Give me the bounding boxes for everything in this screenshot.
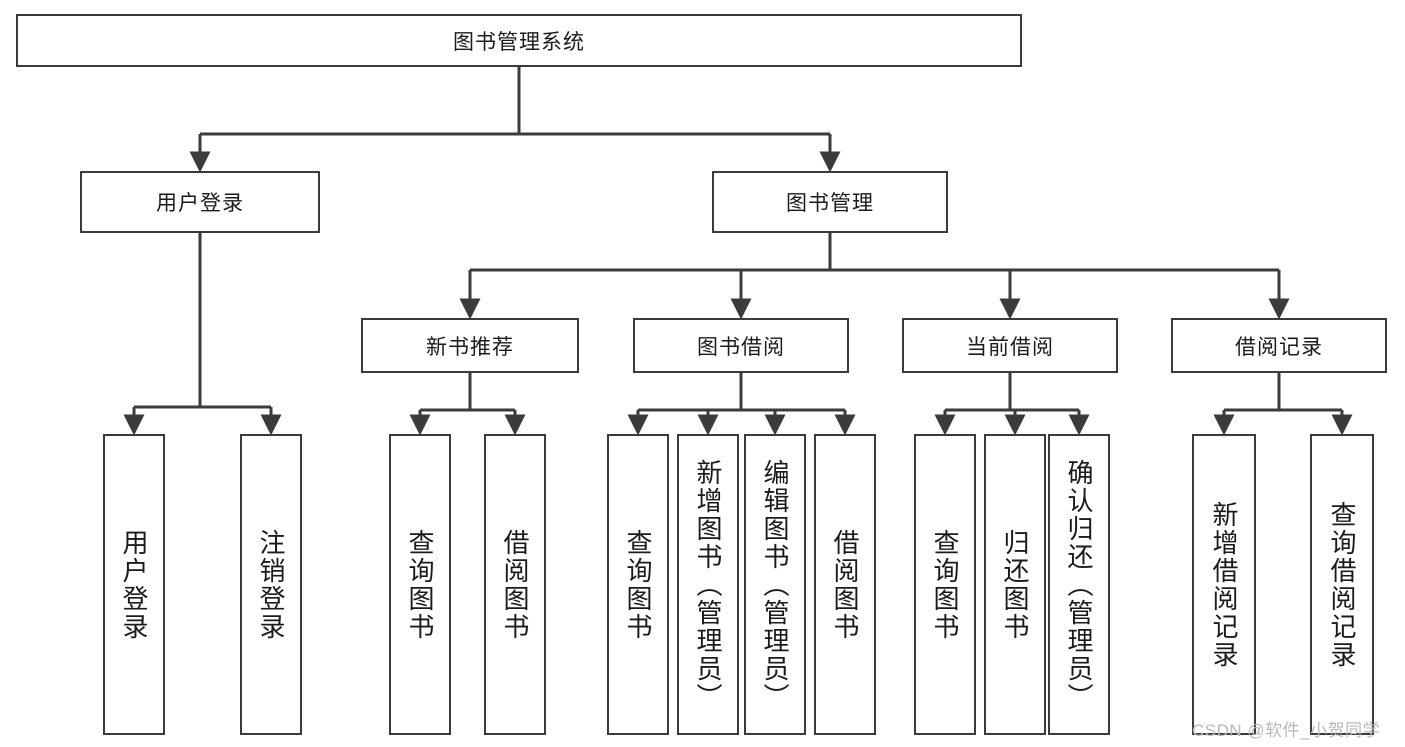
leaf-leaf-add-book[interactable]: 新增图书（管理员）	[677, 434, 739, 735]
node-current-borrow[interactable]: 当前借阅	[902, 318, 1118, 373]
node-label: 查询借阅记录	[1327, 500, 1358, 669]
node-book-manage[interactable]: 图书管理	[712, 171, 948, 233]
node-root[interactable]: 图书管理系统	[16, 14, 1022, 67]
node-label: 新增图书（管理员）	[693, 458, 724, 711]
leaf-leaf-borrow-book-1[interactable]: 借阅图书	[484, 434, 546, 735]
watermark-text: CSDN @软件_小贺同学	[1192, 721, 1381, 740]
leaf-leaf-query-book-1[interactable]: 查询图书	[389, 434, 451, 735]
node-label: 新增借阅记录	[1209, 500, 1240, 669]
node-user-login[interactable]: 用户登录	[80, 171, 320, 233]
node-label: 当前借阅	[966, 335, 1054, 359]
node-label: 确认归还（管理员）	[1064, 458, 1095, 711]
node-label: 图书管理	[786, 192, 874, 215]
leaf-leaf-user-login[interactable]: 用户登录	[103, 434, 165, 735]
node-label: 图书管理系统	[453, 30, 585, 54]
node-label: 用户登录	[156, 192, 244, 215]
node-label: 借阅图书	[500, 528, 531, 641]
node-label: 编辑图书（管理员）	[760, 458, 791, 711]
leaf-leaf-query-record[interactable]: 查询借阅记录	[1310, 434, 1374, 735]
leaf-leaf-borrow-book-2[interactable]: 借阅图书	[814, 434, 876, 735]
leaf-leaf-return-book[interactable]: 归还图书	[984, 434, 1046, 735]
leaf-leaf-add-record[interactable]: 新增借阅记录	[1192, 434, 1256, 735]
node-label: 查询图书	[623, 528, 654, 641]
node-book-borrow[interactable]: 图书借阅	[633, 318, 849, 373]
node-label: 查询图书	[405, 528, 436, 641]
node-label: 用户登录	[119, 528, 150, 641]
node-label: 归还图书	[1000, 528, 1031, 641]
node-label: 注销登录	[256, 528, 287, 641]
node-borrow-record[interactable]: 借阅记录	[1171, 318, 1387, 373]
leaf-leaf-edit-book[interactable]: 编辑图书（管理员）	[744, 434, 806, 735]
node-new-book-recommend[interactable]: 新书推荐	[361, 318, 579, 373]
node-label: 新书推荐	[426, 335, 514, 359]
leaf-leaf-logout[interactable]: 注销登录	[240, 434, 302, 735]
leaf-leaf-query-book-3[interactable]: 查询图书	[914, 434, 976, 735]
node-label: 图书借阅	[697, 335, 785, 359]
node-label: 查询图书	[930, 528, 961, 641]
node-label: 借阅记录	[1235, 335, 1323, 359]
leaf-leaf-confirm-return[interactable]: 确认归还（管理员）	[1048, 434, 1110, 735]
leaf-leaf-query-book-2[interactable]: 查询图书	[607, 434, 669, 735]
node-label: 借阅图书	[830, 528, 861, 641]
